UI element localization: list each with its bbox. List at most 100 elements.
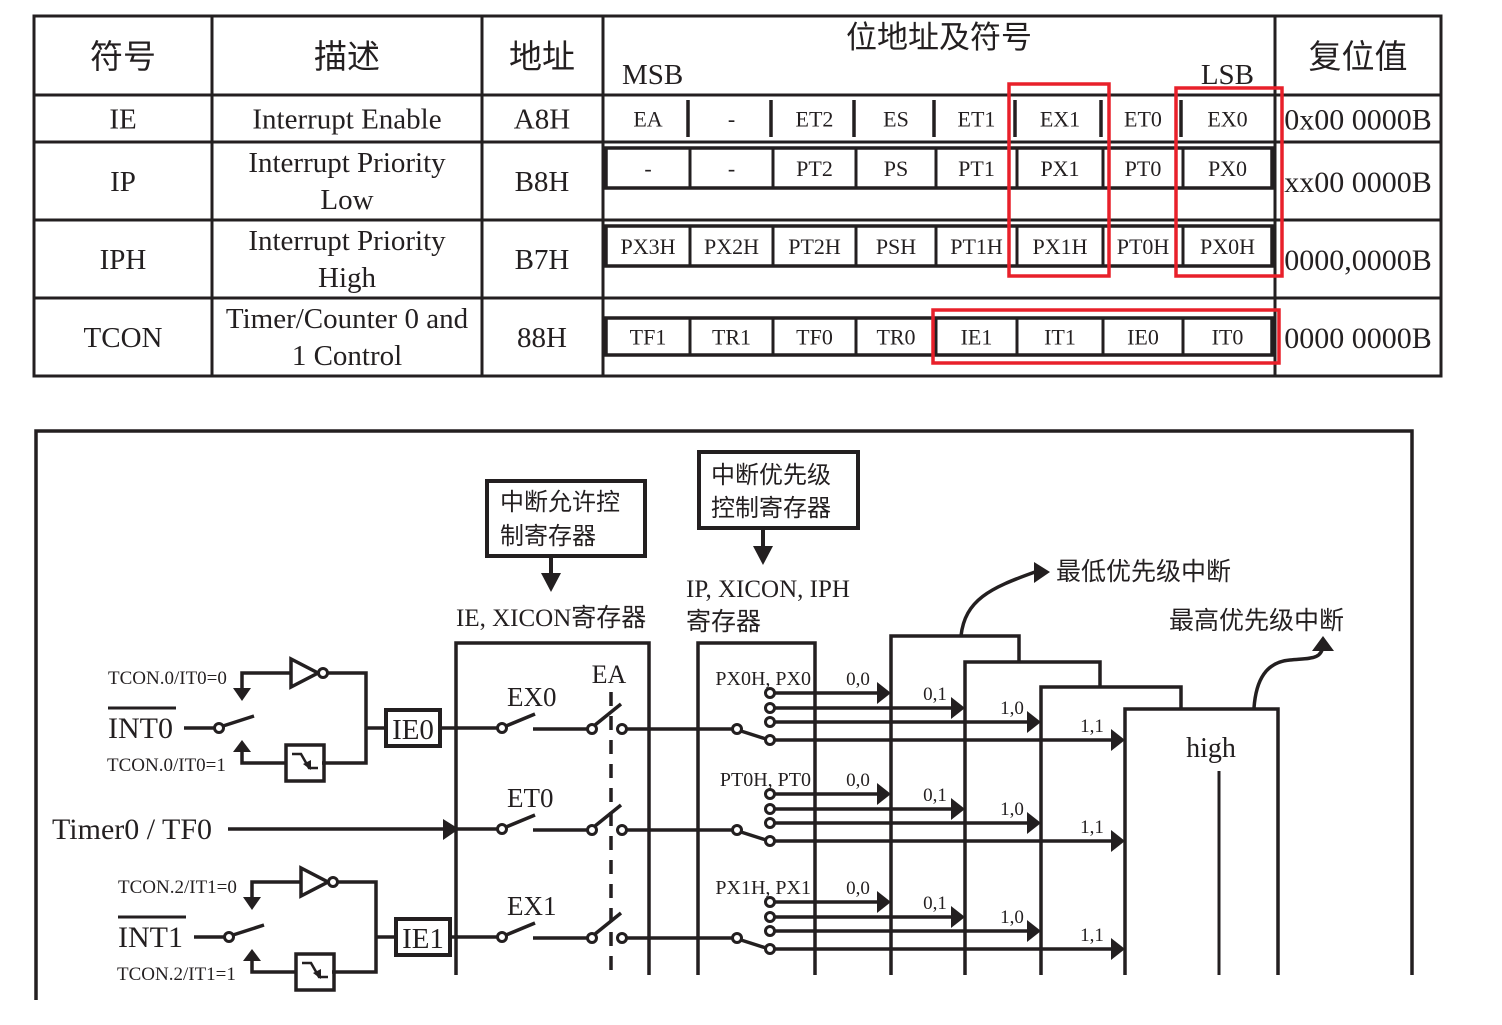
switch-pivot-icon <box>223 931 235 943</box>
cell-description-line1: Interrupt Priority <box>248 147 446 179</box>
level-path <box>250 880 300 904</box>
interrupt-pin-label: INT0 <box>108 712 173 745</box>
priority-code-label: 1,0 <box>1000 698 1024 719</box>
lowest-output-curve <box>959 570 1036 637</box>
priority-arrow-icon <box>1111 729 1125 751</box>
merge-wire <box>322 671 368 765</box>
ea-switch-pivot-icon <box>586 824 598 836</box>
timer0-source-label: Timer0 / TF0 <box>52 813 212 846</box>
timer0-arrow-icon <box>443 819 459 840</box>
cell-reset-value: 0x00 0000B <box>1284 104 1432 137</box>
falling-edge-glyph <box>292 752 318 770</box>
bit-cell: ET1 <box>958 107 996 132</box>
enable-switch-pivot-icon <box>496 722 508 734</box>
cell-description-line1: Timer/Counter 0 and <box>226 303 469 335</box>
bit-cell: IT1 <box>1044 325 1076 350</box>
priority-arrow-icon <box>1027 812 1041 834</box>
bit-row-frame <box>604 316 1274 357</box>
mode-switch-blade <box>232 923 265 937</box>
bit-cell: EA <box>633 107 662 132</box>
priority-arrow-icon <box>1027 920 1041 942</box>
priority-code-label: 1,1 <box>1080 716 1104 737</box>
edge-arrow-icon <box>243 949 261 961</box>
level-2-box <box>1039 685 1183 975</box>
bit-cell: TF1 <box>630 325 667 350</box>
level-1-box <box>963 660 1102 975</box>
switch-pivot-icon <box>213 722 225 734</box>
enable-switch-blade <box>505 921 536 937</box>
ea-switch-contact-icon <box>616 723 628 735</box>
trigger-mode-level-label: TCON.2/IT1=0 <box>118 877 237 898</box>
cell-description-line1: Interrupt Priority <box>248 225 446 257</box>
ea-switch-blade <box>593 702 623 727</box>
lowest-priority-label: 最低优先级中断 <box>1056 558 1231 586</box>
priority-output-contact-icon <box>764 716 776 728</box>
ea-switch-pivot-icon <box>586 723 598 735</box>
bit-cell: ES <box>883 107 909 132</box>
inverter-bubble-icon <box>327 876 339 888</box>
falling-edge-detector-icon <box>284 743 326 783</box>
enable-bit-label: ET0 <box>507 783 554 813</box>
priority-code-label: 1,1 <box>1080 925 1104 946</box>
header-address: 地址 <box>509 39 575 76</box>
priority-selector-blade <box>740 830 767 842</box>
enable-register-box <box>485 479 647 558</box>
cell-reset-value: 0000,0000B <box>1284 244 1432 277</box>
priority-arrow-icon <box>951 697 965 719</box>
bit-cell: IE0 <box>1127 325 1159 350</box>
ea-label: EA <box>592 660 627 689</box>
enable-switch-blade <box>505 813 536 829</box>
enable-switch-pivot-icon <box>496 823 508 835</box>
priority-code-label: 1,0 <box>1000 907 1024 928</box>
enable-switch-blade <box>505 712 536 728</box>
priority-bits-label: PX0H, PX0 <box>715 668 811 690</box>
cell-description: Interrupt Enable <box>252 104 441 136</box>
priority-output-contact-icon <box>764 687 776 699</box>
bit-cell: TF0 <box>796 325 833 350</box>
priority-code-label: 0,1 <box>923 785 947 806</box>
cell-reset-value: 0000 0000B <box>1284 322 1432 355</box>
bit-cell: PT0 <box>1125 156 1162 181</box>
falling-edge-detector-icon <box>294 952 336 992</box>
header-description: 描述 <box>314 39 380 76</box>
bit-cell: PS <box>884 156 908 181</box>
priority-code-label: 0,0 <box>846 669 870 690</box>
priority-output-contact-icon <box>764 925 776 937</box>
priority-selector-pivot-icon <box>731 723 743 735</box>
priority-code-label: 0,0 <box>846 770 870 791</box>
priority-arrow-icon <box>877 783 891 805</box>
edge-path <box>250 961 297 974</box>
edge-arrow-icon <box>233 740 251 752</box>
interrupt-flag-label: IE0 <box>392 714 434 746</box>
trigger-mode-level-label: TCON.0/IT0=0 <box>108 668 227 689</box>
inverter-bubble-icon <box>317 667 329 679</box>
priority-selector-pivot-icon <box>731 932 743 944</box>
priority-selector-pivot-icon <box>731 824 743 836</box>
high-label: high <box>1186 733 1236 764</box>
header-symbol: 符号 <box>90 39 156 76</box>
bit-cell: PX2H <box>704 234 759 259</box>
inverter-icon <box>299 865 332 899</box>
header-bits: 位地址及符号 <box>846 20 1032 55</box>
ea-switch-blade <box>593 911 623 936</box>
falling-edge-glyph <box>302 961 328 979</box>
priority-arrow-icon <box>951 906 965 928</box>
edge-path <box>240 752 287 765</box>
bit-cell: PSH <box>876 234 916 259</box>
bit-cell: PX1 <box>1040 156 1079 181</box>
cell-address: 88H <box>517 322 567 354</box>
register-blocks <box>454 570 1325 975</box>
priority-code-label: 1,1 <box>1080 817 1104 838</box>
level-0-box <box>889 634 1021 975</box>
cell-symbol: IE <box>109 104 136 136</box>
cell-address: A8H <box>514 104 570 136</box>
enable-switch-pivot-icon <box>496 931 508 943</box>
annotation-boxes <box>485 450 860 575</box>
bit-cell: ET0 <box>1124 107 1162 132</box>
header-msb: MSB <box>622 59 683 91</box>
enable-arrow-icon <box>541 573 561 592</box>
